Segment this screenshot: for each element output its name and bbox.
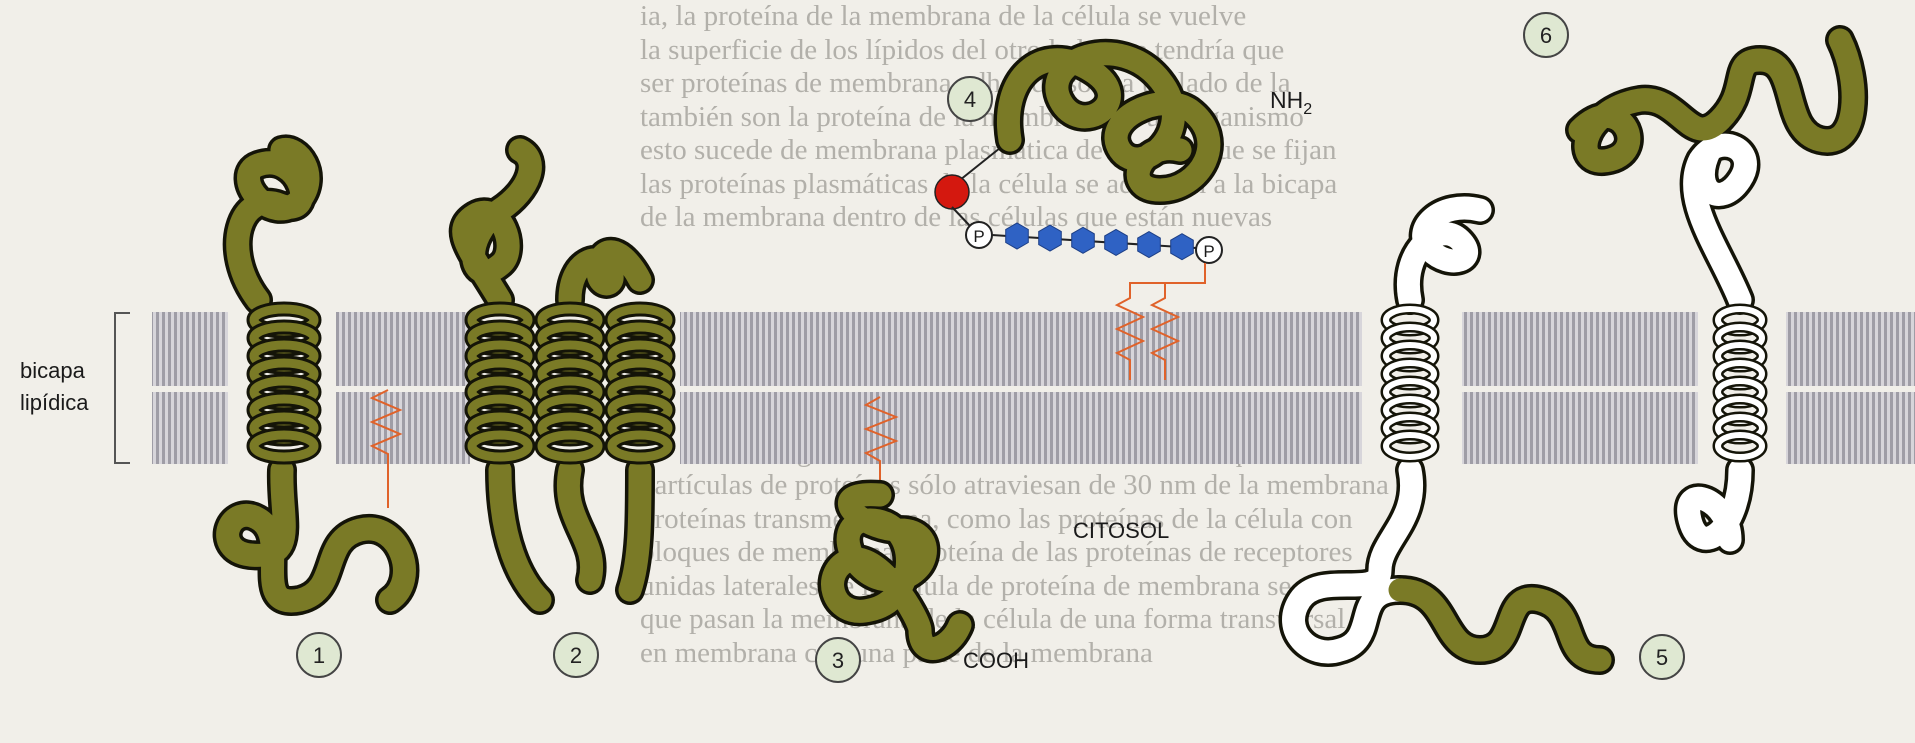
lipid-bilayer bbox=[152, 308, 1915, 468]
protein-number-6: 6 bbox=[1524, 13, 1568, 57]
phosphate-group-2: P bbox=[1196, 237, 1222, 263]
number-label: 5 bbox=[1656, 645, 1668, 670]
sugar-hexagon bbox=[1138, 232, 1161, 258]
protein-number-2: 2 bbox=[554, 633, 598, 677]
sugar-hexagon bbox=[1105, 229, 1128, 255]
bilayer-label-line2: lipídica bbox=[20, 390, 89, 415]
sugar-hexagon bbox=[1072, 227, 1095, 253]
outer-leaflet bbox=[152, 312, 1915, 386]
bilayer-bracket bbox=[115, 313, 130, 463]
phosphate-label-2: P bbox=[1203, 242, 1214, 261]
protein-1-helix bbox=[254, 309, 314, 457]
protein-5-helix bbox=[1386, 309, 1434, 457]
protein-number-4: 4 bbox=[948, 77, 992, 121]
protein-number-1: 1 bbox=[297, 633, 341, 677]
protein-number-3: 3 bbox=[816, 638, 860, 682]
inner-leaflet bbox=[152, 392, 1915, 464]
number-label: 1 bbox=[313, 643, 325, 668]
protein-2-helix-c bbox=[612, 309, 668, 457]
number-label: 6 bbox=[1540, 23, 1552, 48]
phosphate-group-1: P bbox=[966, 222, 992, 248]
sugar-hexagon bbox=[1039, 225, 1062, 251]
cytosol-label: CITOSOL bbox=[1073, 518, 1169, 543]
cooh-label: COOH bbox=[963, 648, 1029, 673]
number-label: 2 bbox=[570, 643, 582, 668]
phosphate-label-1: P bbox=[973, 227, 984, 246]
sugar-hexagon bbox=[1006, 223, 1029, 249]
protein-6-helix bbox=[1718, 309, 1762, 457]
protein-2-helix-a bbox=[472, 309, 528, 457]
protein-number-5: 5 bbox=[1640, 635, 1684, 679]
sugar-hexagon bbox=[1171, 234, 1194, 260]
lipid-head-ball bbox=[935, 175, 969, 209]
number-label: 4 bbox=[964, 87, 976, 112]
number-label: 3 bbox=[832, 648, 844, 673]
bilayer-label-line1: bicapa bbox=[20, 358, 86, 383]
protein-2-helix-b bbox=[542, 309, 598, 457]
nh2-label: NH2 bbox=[1270, 87, 1312, 118]
protein-2 bbox=[464, 150, 668, 600]
